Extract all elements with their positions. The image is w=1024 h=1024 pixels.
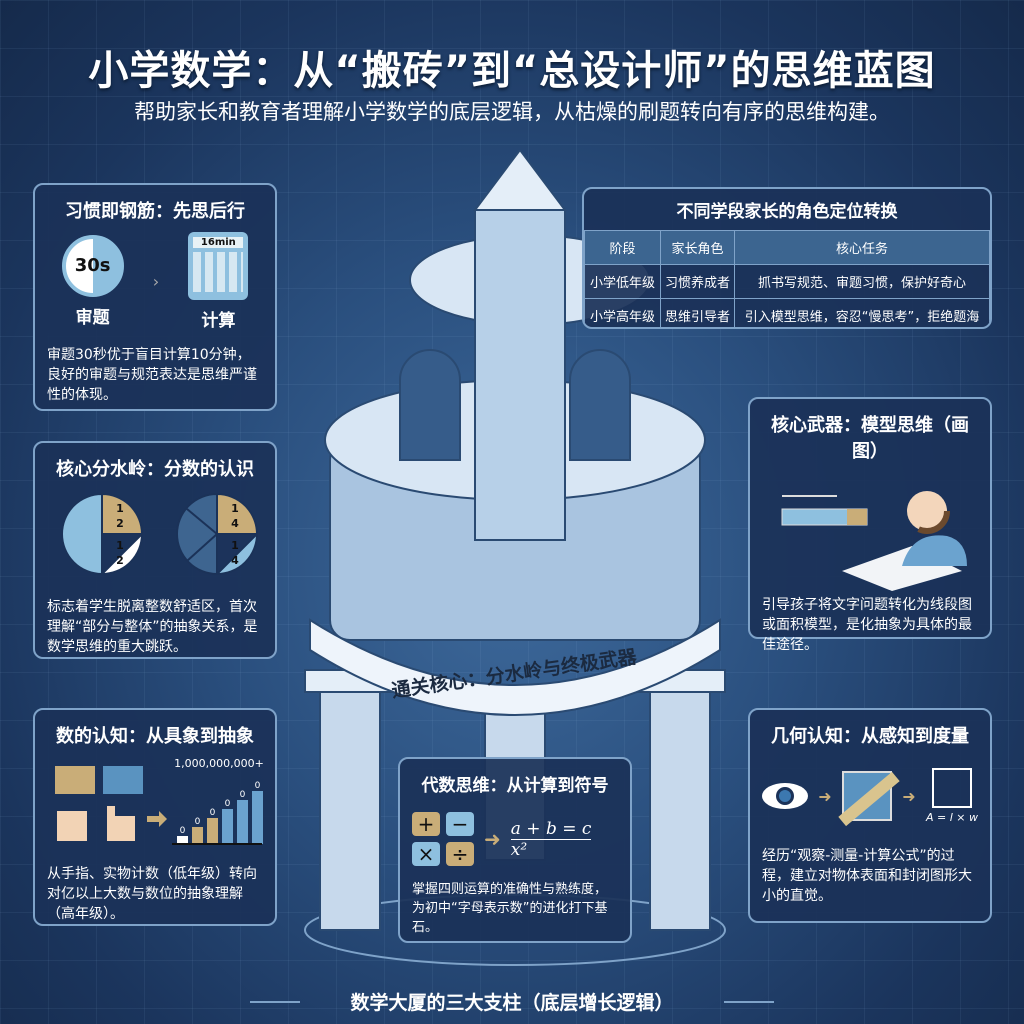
divide-icon: ÷ [446,842,474,866]
fraction-circles: 1 2 1 2 1 4 1 4 [61,492,259,576]
page-subtitle: 帮助家长和教育者理解小学数学的底层逻辑，从枯燥的刷题转向有序的思维构建。 [134,100,890,124]
square-icon [932,768,972,808]
zero-label: 0 [210,808,216,818]
model-text: 引导孩子将文字问题转化为线段图或面积模型，是化抽象为具体的最佳途径。 [762,597,972,653]
times-icon: × [412,842,440,866]
habit-panel: 习惯即钢筋：先思后行 30s 审题 › 16min 计算 审题30秒优于盲目计算… [33,183,277,411]
geometry-title: 几何认知：从感知到度量 [771,726,969,747]
big-number-label: 1,000,000,000+ [174,757,264,770]
roles-table: 阶段家长角色核心任务 小学低年级习惯养成者抓书写规范、审题习惯，保护好奇心 小学… [584,230,990,327]
model-panel: 核心武器：模型思维（画图） 引导孩子将文字问题转化为线段图或面积模型，是化抽象为… [748,397,992,653]
cubes-icon [55,766,95,794]
algebra-panel: 代数思维：从计算到符号 + − × ÷ ➜ a + b = c x² 掌握四则运… [398,757,632,943]
growth-bar [207,818,218,844]
arrow-icon: ➜ [902,786,916,806]
algebra-title: 代数思维：从计算到符号 [421,776,609,796]
timer-label: 审题 [75,307,110,328]
x-squared: x² [510,839,528,860]
hand-icon [57,806,135,841]
fraction-numerator: 1 [231,502,239,515]
arrow-icon: › [152,271,160,291]
geometry-panel: 几何认知：从感知到度量 ➜ ➜ A = l × w 经历“观察-测量-计算公式”… [748,708,992,923]
eye-icon [762,783,808,809]
divider [724,1001,774,1003]
fraction-numerator: 1 [231,539,239,552]
model-title: 核心武器：模型思维（画图） [771,415,969,462]
table-row: 小学低年级习惯养成者抓书写规范、审题习惯，保护好奇心 [584,264,990,299]
fractions-text: 标志着学生脱离整数舒适区，首次理解“部分与整体”的抽象关系，是数学思维的重大跳跃… [47,599,258,655]
table-row: 小学高年级思维引导者引入模型思维，容忍“慢思考”，拒绝题海 [584,298,990,327]
zero-label: 0 [240,790,246,800]
roles-table-panel: 不同学段家长的角色定位转换 阶段家长角色核心任务 小学低年级习惯养成者抓书写规范… [582,187,992,329]
fraction-denominator: 2 [116,554,124,567]
pillar-right [649,689,711,931]
growth-bar [192,827,203,844]
growth-bar [237,800,248,844]
arrow-icon: ➜ [484,827,501,851]
fractions-title: 核心分水岭：分数的认识 [56,459,254,480]
child-head-icon [904,488,950,534]
pillar-left [319,689,381,931]
roles-title: 不同学段家长的角色定位转换 [676,202,898,222]
zero-label: 0 [255,781,261,791]
fraction-denominator: 4 [231,554,239,567]
fraction-denominator: 4 [231,517,239,530]
calc-label: 计算 [201,310,236,331]
geometry-text: 经历“观察-测量-计算公式”的过程，建立对物体表面和封闭图形大小的直觉。 [762,848,972,904]
numbers-text: 从手指、实物计数（低年级）转向对亿以上大数与数位的抽象理解（高年级）。 [47,866,257,922]
fraction-numerator: 1 [116,502,124,515]
child-drawing-illustration [781,488,967,591]
calculator-icon: 16min [188,231,249,300]
fraction-denominator: 2 [116,517,124,530]
growth-bar [222,809,233,844]
zero-label: 0 [225,799,231,809]
habit-text: 审题30秒优于盲目计算10分钟，良好的审题与规范表达是思维严谨性的体现。 [47,347,257,403]
page-title: 小学数学：从“搬砖”到“总设计师”的思维蓝图 [88,48,936,94]
zero-label: 0 [180,826,186,836]
numbers-title: 数的认知：从具象到抽象 [56,726,254,747]
zero-label: 0 [195,817,201,827]
footer-caption: 数学大厦的三大支柱（底层增长逻辑） [350,992,674,1014]
growth-bar [177,836,188,844]
minus-icon: − [446,812,474,836]
habit-title: 习惯即钢筋：先思后行 [65,201,245,222]
stopwatch-icon: 30s [61,234,124,297]
arrow-icon: ➜ [818,786,832,806]
plus-icon: + [412,812,440,836]
area-formula: A = l × w [926,811,978,824]
growth-bar [252,791,263,844]
equation: a + b = c [510,818,592,840]
operations-grid: + − × ÷ [412,812,474,866]
divider [250,1001,300,1003]
ruler-square-icon [838,771,900,827]
fractions-panel: 核心分水岭：分数的认识 1 2 1 2 1 4 1 4 标志着学生脱离整数舒适区，首次理… [33,441,277,659]
algebra-text: 掌握四则运算的准确性与熟练度，为初中“字母表示数”的进化打下基石。 [412,882,608,935]
arrow-icon [147,811,167,827]
fraction-numerator: 1 [116,539,124,552]
